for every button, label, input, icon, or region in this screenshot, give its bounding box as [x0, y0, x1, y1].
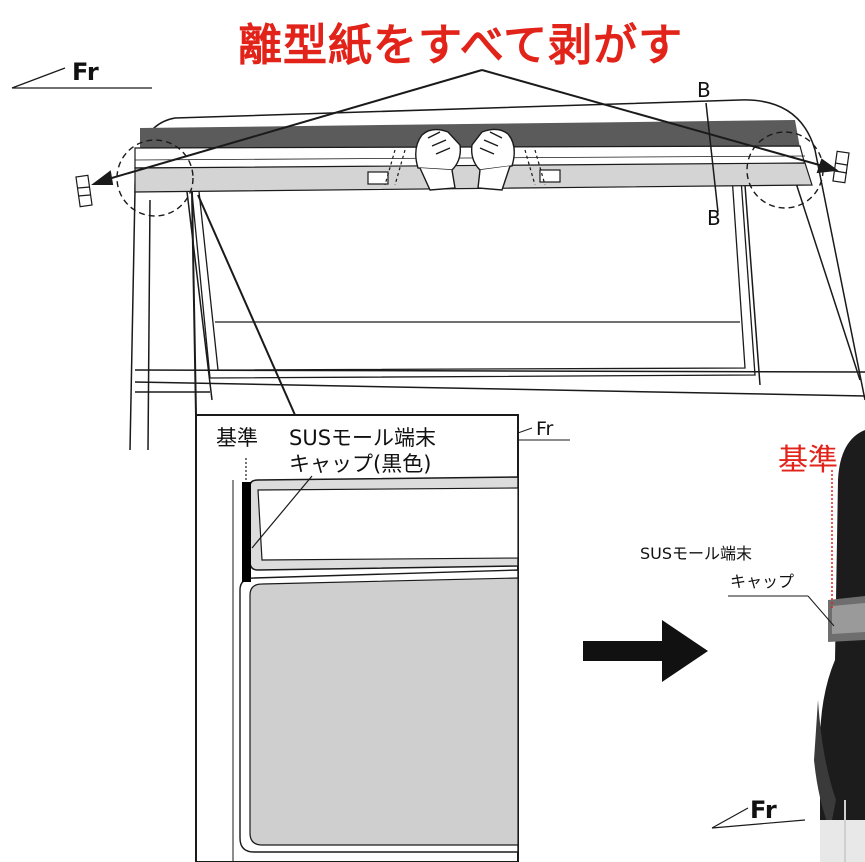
detail-circle-left [116, 139, 194, 217]
photo-cap-label-line2: キャップ [730, 572, 795, 591]
title-arrows [91, 69, 839, 185]
end-cap-black [242, 482, 251, 582]
direction-indicator-photo [711, 807, 806, 829]
cap-leader-photo-2 [807, 595, 835, 627]
section-label-bottom: B [707, 206, 721, 230]
section-line [705, 102, 719, 213]
inset-cap-label-line1: SUSモール端末 [289, 426, 437, 450]
photo-reference-label: 基準 [778, 443, 838, 478]
side-marker-left [75, 174, 93, 208]
direction-indicator-main [11, 67, 152, 89]
side-marker-right [832, 150, 850, 184]
inset-reference-label: 基準 [216, 426, 258, 450]
inset-panel [195, 414, 519, 862]
hands-illustration [415, 128, 515, 191]
visor-strip [134, 120, 813, 193]
rear-window [189, 164, 756, 379]
direction-label-inset: Fr [536, 418, 554, 440]
section-label-top: B [697, 78, 711, 102]
photo-cap-label-line1: SUSモール端末 [640, 544, 753, 563]
transition-arrow [583, 620, 708, 682]
inset-leader-lines [191, 191, 296, 416]
direction-label-main: Fr [72, 58, 99, 86]
cap-leader-inset [251, 475, 313, 549]
inset-cap-label-line2: キャップ(黒色) [289, 452, 432, 476]
center-clips [367, 149, 561, 186]
photo-panel [728, 430, 865, 862]
direction-label-photo: Fr [750, 796, 777, 824]
instruction-title: 離型紙をすべて剥がす [238, 20, 684, 71]
